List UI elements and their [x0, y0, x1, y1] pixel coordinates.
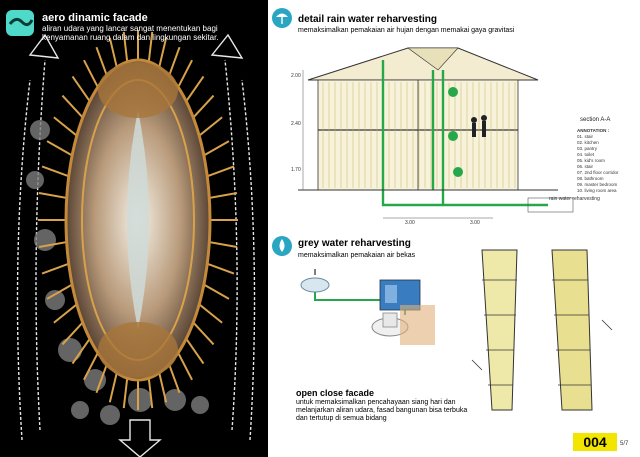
dim-3-00-b: 3.00 [470, 220, 480, 226]
annotation-item: 07. 2nd floor corridor [577, 170, 619, 175]
annotation-item: 02. kitchen [577, 140, 599, 145]
dim-3-00-a: 3.00 [405, 220, 415, 226]
grey-water-icon [272, 236, 292, 256]
aero-facade-plan [16, 30, 256, 457]
annotation-list: ANNOTATION : 01. stair 02. kitchen 03. p… [577, 128, 619, 194]
dim-1-70: 1.70 [291, 167, 301, 173]
rain-icon [272, 8, 292, 28]
open-desc: untuk memaksimalkan pencahayaan siang ha… [296, 399, 468, 422]
annotation-item: 06. stair [577, 164, 594, 169]
rain-title: detail rain water reharvesting [298, 14, 437, 25]
page-number-badge: 004 [573, 433, 617, 451]
annotation-item: 09. master bedroom [577, 182, 618, 187]
aero-desc: aliran udara yang lancar sangat menentuk… [42, 24, 219, 42]
dim-2-00: 2.00 [291, 73, 301, 79]
annotation-item: 08. bathroom [577, 176, 604, 181]
grey-title: grey water reharvesting [298, 238, 411, 249]
page-of: 5/7 [620, 441, 629, 447]
grey-desc: memaksimalkan pemakaian air bekas [298, 252, 416, 259]
annotation-item: 04. toilet [577, 152, 595, 157]
dim-2-40: 2.40 [291, 121, 301, 127]
grey-water-diagram [300, 269, 435, 345]
annotation-title: ANNOTATION : [577, 128, 610, 133]
aero-title: aero dinamic facade [42, 12, 148, 24]
wind-logo-icon [6, 10, 34, 36]
tank-label: rain water reharvesting [549, 196, 600, 202]
annotation-item: 05. kid's room [577, 158, 605, 163]
annotation-item: 01. stair [577, 134, 594, 139]
open-title: open close facade [296, 388, 375, 398]
rain-desc: memaksimalkan pemakaian air hujan dengan… [298, 27, 515, 34]
annotation-item: 10. living room area [577, 188, 617, 193]
house-section-drawing [298, 47, 574, 219]
annotation-item: 03. pantry [577, 146, 598, 151]
open-close-facade-sketch [471, 249, 613, 411]
section-label: section A-A [580, 117, 611, 123]
aero-panel: aero dinamic facade aliran udara yang la… [0, 0, 268, 457]
